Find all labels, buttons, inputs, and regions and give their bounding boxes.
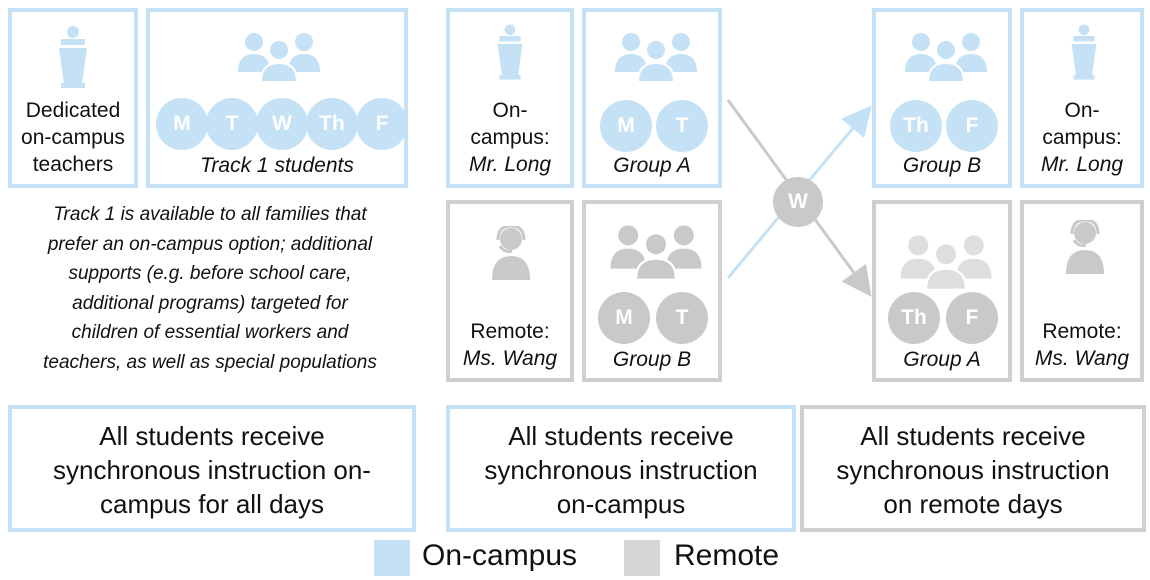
day-circle-f: F (946, 292, 998, 344)
group-b-oncampus-box: Th F Group B (872, 8, 1012, 188)
summary-line: All students receive (508, 421, 734, 451)
summary-line: All students receive (99, 421, 325, 451)
group-name: Group B (612, 348, 692, 371)
day-circle-m: M (598, 292, 650, 344)
teacher-line1: On- (1064, 99, 1100, 122)
teacher-box-ms-wang-right: Remote: Ms. Wang (1020, 200, 1144, 382)
note-line: teachers, as well as special populations (43, 351, 377, 373)
track2-oncampus-summary-box: All students receive synchronous instruc… (446, 405, 796, 532)
day-circle-th: Th (888, 292, 940, 344)
teachers-label-3: teachers (32, 153, 114, 176)
summary-line: synchronous instruction (484, 455, 758, 485)
teacher-line2: campus: (470, 126, 550, 149)
dedicated-teachers-box: Dedicated on-campus teachers (8, 8, 138, 188)
podium-icon (497, 24, 523, 80)
wednesday-circle: W (773, 177, 823, 227)
day-circle-t: T (656, 100, 708, 152)
legend-label-on-campus: On-campus (422, 539, 578, 572)
day-circle-th: Th (306, 98, 358, 150)
teacher-line1: Remote: (470, 320, 550, 343)
summary-line: on remote days (883, 489, 1063, 519)
headset-person-icon (492, 226, 530, 280)
day-circle-t: T (206, 98, 258, 150)
summary-line: campus for all days (100, 489, 324, 519)
student-group-icon (610, 225, 702, 280)
student-group-icon (900, 235, 992, 290)
teacher-name: Ms. Wang (1034, 347, 1130, 370)
track1-students-label: Track 1 students (200, 154, 354, 177)
legend-label-remote: Remote (674, 539, 780, 572)
teacher-name: Mr. Long (468, 153, 552, 176)
summary-line: synchronous instruction on- (53, 455, 371, 485)
student-group-icon (905, 33, 987, 82)
group-a-remote-box: Th F Group A (872, 200, 1012, 382)
note-line: prefer an on-campus option; additional (47, 233, 373, 255)
track2-remote-summary-box: All students receive synchronous instruc… (800, 405, 1146, 532)
note-line: supports (e.g. before school care, (68, 263, 352, 284)
teacher-line1: Remote: (1042, 320, 1122, 343)
podium-icon (59, 26, 87, 88)
day-circle-t: T (656, 292, 708, 344)
podium-icon (1071, 24, 1097, 80)
day-circle-th: Th (890, 100, 942, 152)
teacher-box-ms-wang-left: Remote: Ms. Wang (446, 200, 574, 382)
note-line: additional programs) targeted for (72, 292, 348, 314)
teacher-name: Mr. Long (1040, 153, 1124, 176)
group-a-oncampus-box: M T Group A (582, 8, 722, 188)
teacher-box-mr-long-left: On- campus: Mr. Long (446, 8, 574, 188)
day-circle-f: F (946, 100, 998, 152)
track1-summary-box: All students receive synchronous instruc… (8, 405, 416, 532)
legend-swatch-remote (624, 540, 660, 576)
group-name: Group B (902, 154, 982, 177)
summary-line: on-campus (556, 489, 686, 519)
teachers-label-2: on-campus (21, 126, 125, 149)
group-b-remote-box: M T Group B (582, 200, 722, 382)
headset-person-icon (1066, 220, 1104, 274)
teachers-label-1: Dedicated (25, 99, 121, 122)
teacher-line2: campus: (1042, 126, 1122, 149)
student-group-icon (238, 33, 320, 82)
note-line: children of essential workers and (71, 322, 349, 343)
group-name: Group A (613, 154, 691, 177)
day-circle-f: F (356, 98, 408, 150)
teacher-line1: On- (492, 99, 528, 122)
day-circle-m: M (156, 98, 208, 150)
student-group-icon (615, 33, 697, 82)
track1-students-box: M T W Th F Track 1 students (146, 8, 408, 188)
group-name: Group A (903, 348, 981, 371)
note-line: Track 1 is available to all families tha… (53, 204, 367, 225)
summary-line: All students receive (860, 421, 1086, 451)
track1-note: Track 1 is available to all families tha… (0, 200, 420, 377)
day-circle-m: M (600, 100, 652, 152)
day-circle-w: W (256, 98, 308, 150)
summary-line: synchronous instruction (836, 455, 1110, 485)
legend-swatch-on-campus (374, 540, 410, 576)
teacher-name: Ms. Wang (462, 347, 558, 370)
teacher-box-mr-long-right: On- campus: Mr. Long (1020, 8, 1144, 188)
